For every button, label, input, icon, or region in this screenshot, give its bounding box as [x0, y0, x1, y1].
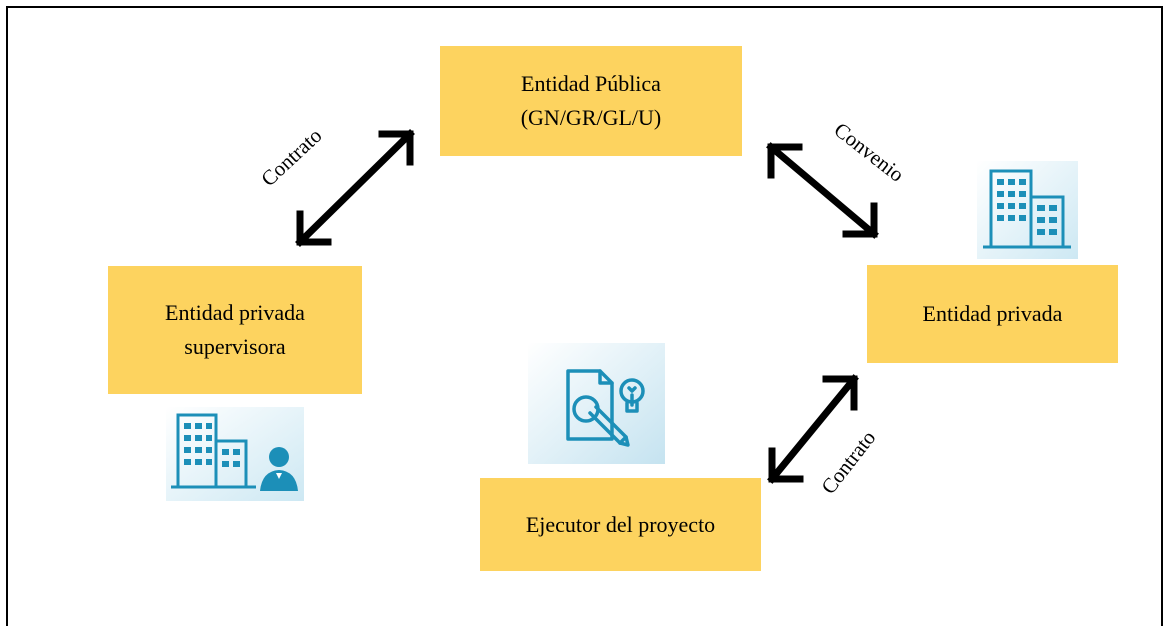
- public-entity-levels: (GN/GR/GL/U): [520, 105, 662, 130]
- private-supervisor-box: Entidad privada supervisora: [108, 266, 362, 394]
- private-entity-box: Entidad privada: [867, 265, 1118, 363]
- contract-arrow-executor-private: [767, 374, 859, 484]
- executor-label: Ejecutor del proyecto: [525, 511, 716, 537]
- contract-arrow-supervisor-public: [295, 129, 415, 247]
- private-supervisor-line1: Entidad privada: [165, 300, 305, 325]
- executor-box: Ejecutor del proyecto: [480, 478, 761, 571]
- document-pen-idea-icon: [528, 343, 665, 464]
- building-icon: [977, 161, 1078, 259]
- agreement-arrow-public-private: [766, 142, 879, 239]
- private-entity-label: Entidad privada: [922, 301, 1063, 326]
- private-supervisor-line2: supervisora: [184, 334, 286, 359]
- public-entity-name: Entidad Pública: [521, 71, 661, 96]
- building-with-person-icon: [166, 407, 304, 501]
- public-entity-box: Entidad Pública (GN/GR/GL/U): [440, 46, 742, 156]
- diagram-frame: [6, 6, 1163, 626]
